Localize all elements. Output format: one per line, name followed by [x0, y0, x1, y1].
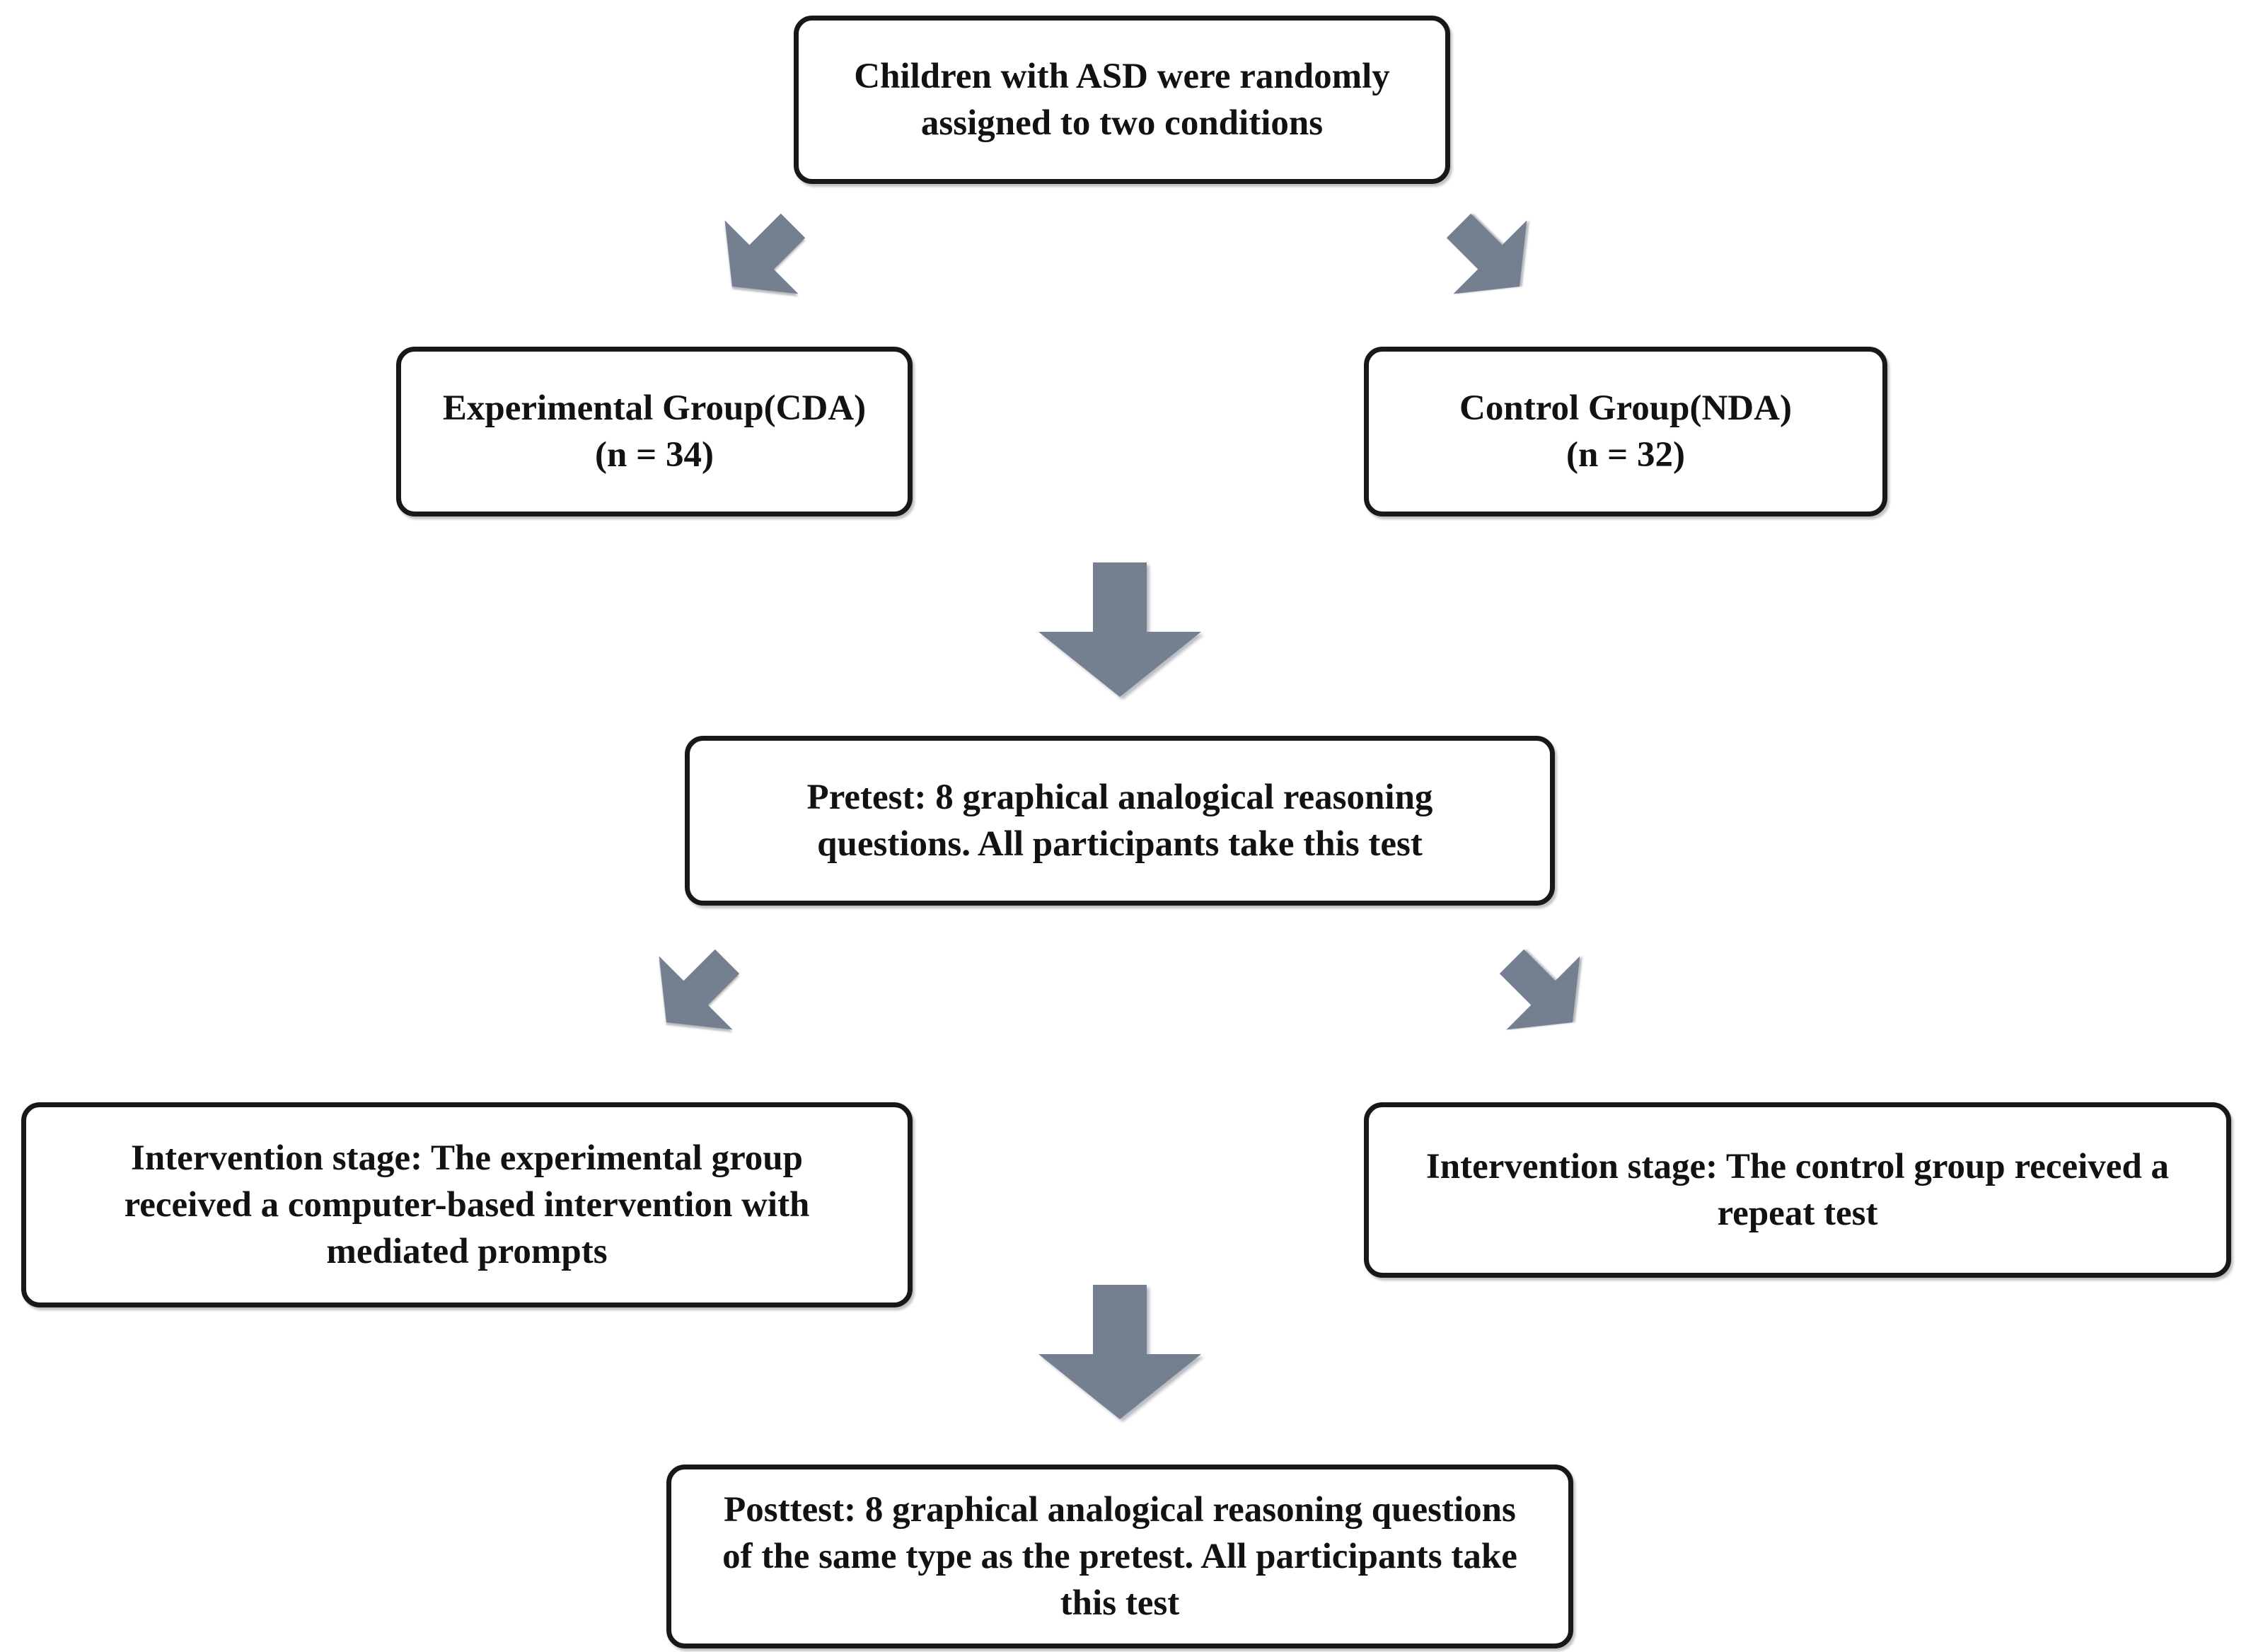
arrow-down-icon [1038, 562, 1201, 697]
arrow-down-left-icon [630, 925, 764, 1059]
box-pretest-text: Pretest: 8 graphical analogical reasonin… [806, 778, 1433, 864]
box-control-group: Control Group(NDA)(n = 32) [1364, 347, 1887, 516]
box-experimental-group-text: Experimental Group(CDA)(n = 34) [442, 388, 867, 475]
arrow-down-icon [1038, 1285, 1201, 1419]
box-intervention-control-text: Intervention stage: The control group re… [1425, 1147, 2170, 1233]
box-intervention-control: Intervention stage: The control group re… [1364, 1102, 2231, 1278]
arrow-down-right-icon [1422, 189, 1556, 323]
box-control-group-text: Control Group(NDA)(n = 32) [1459, 388, 1792, 475]
arrow-down-right-icon [1475, 925, 1609, 1059]
box-experimental-group: Experimental Group(CDA)(n = 34) [396, 347, 913, 516]
box-pretest: Pretest: 8 graphical analogical reasonin… [685, 736, 1555, 906]
box-posttest: Posttest: 8 graphical analogical reasoni… [666, 1465, 1573, 1648]
box-intervention-experimental: Intervention stage: The experimental gro… [21, 1102, 913, 1307]
box-posttest-text: Posttest: 8 graphical analogical reasoni… [722, 1490, 1517, 1623]
arrow-down-left-icon [695, 189, 830, 323]
box-intervention-experimental-text: Intervention stage: The experimental gro… [124, 1138, 810, 1271]
